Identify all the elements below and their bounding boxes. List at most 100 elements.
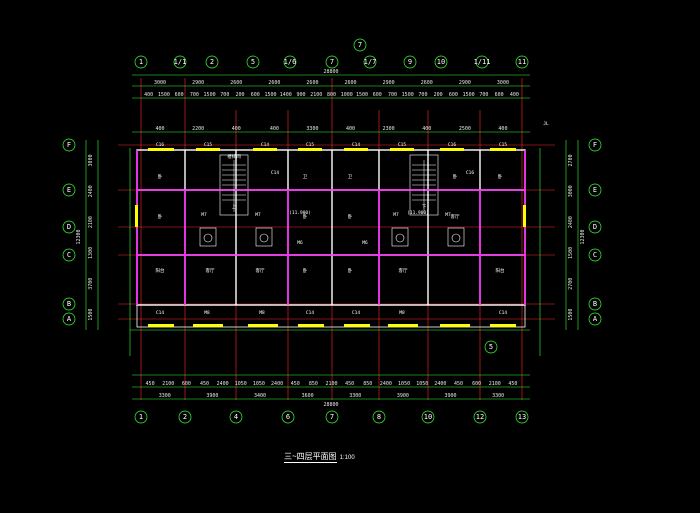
axis-bubble-bottom: 2 bbox=[178, 410, 192, 424]
window-label-bottom: C14 bbox=[352, 310, 360, 316]
axis-bubble-top-label: 1/7 bbox=[364, 58, 377, 66]
axis-bubble-top-label: 1 bbox=[139, 58, 143, 66]
dim-top-row3: 400 bbox=[498, 126, 507, 132]
axis-bubble-bottom-label: 6 bbox=[286, 413, 290, 421]
dim-top-row3: 3300 bbox=[306, 126, 318, 132]
axis-bubble-right-label: F bbox=[593, 141, 597, 149]
dim-top-minor: 2100 bbox=[310, 92, 322, 98]
axis-bubble-top-label: 2 bbox=[210, 58, 214, 66]
note-label: 上 bbox=[232, 203, 237, 210]
dim-top-minor: 1400 bbox=[280, 92, 292, 98]
dim-top-minor: 1500 bbox=[265, 92, 277, 98]
room-label: 卧 bbox=[158, 213, 163, 220]
window-label-top: C14 bbox=[261, 142, 269, 148]
dim-right: 1500 bbox=[568, 309, 574, 321]
window-label-top: C15 bbox=[398, 142, 406, 148]
axis-bubble-left-label: E bbox=[67, 186, 71, 194]
axis-bubble-top: 11 bbox=[515, 55, 529, 69]
dim-left: 2400 bbox=[88, 185, 94, 197]
dim-bottom-minor: 450 bbox=[345, 381, 354, 387]
dim-top-minor: 1500 bbox=[402, 92, 414, 98]
dim-top-major: 2600 bbox=[306, 80, 318, 86]
axis-bubble-top: 2 bbox=[205, 55, 219, 69]
axis-bubble-right-label: E bbox=[593, 186, 597, 194]
room-label: 卧 bbox=[303, 267, 308, 274]
dim-right: 3000 bbox=[568, 185, 574, 197]
axis-bubble-right: F bbox=[588, 138, 602, 152]
dim-bottom-minor: 450 bbox=[508, 381, 517, 387]
room-label: 卧 bbox=[348, 267, 353, 274]
axis-bubble-top: 10 bbox=[434, 55, 448, 69]
dim-bottom-minor: 1050 bbox=[398, 381, 410, 387]
dim-bottom-total: 28800 bbox=[323, 402, 338, 408]
axis-bubble-right: E bbox=[588, 183, 602, 197]
axis-bubble-bottom-label: 10 bbox=[424, 413, 432, 421]
dim-top-minor: 400 bbox=[144, 92, 153, 98]
dim-top-minor: 600 bbox=[449, 92, 458, 98]
axis-bubble-right: A bbox=[588, 312, 602, 326]
axis-bubble-top-label: 1/1 bbox=[174, 58, 187, 66]
axis-bubble-left: A bbox=[62, 312, 76, 326]
dim-bottom-minor: 2400 bbox=[217, 381, 229, 387]
axis-bubble-bottom-label: 2 bbox=[183, 413, 187, 421]
axis-bubble-left-label: D bbox=[67, 223, 71, 231]
axis-bubble-top: 1/1 bbox=[173, 55, 187, 69]
dim-top-minor: 1500 bbox=[463, 92, 475, 98]
dim-top-row3: 2300 bbox=[383, 126, 395, 132]
axis-bubble-left: B bbox=[62, 297, 76, 311]
dim-right-total: 12300 bbox=[580, 229, 586, 244]
dim-bottom-major: 3400 bbox=[254, 393, 266, 399]
axis-bubble-marker-bottom: 5 bbox=[484, 340, 498, 354]
note-label: 楼梯间 bbox=[227, 153, 241, 160]
axis-bubble-top: 1/11 bbox=[474, 55, 490, 69]
dim-bottom-minor: 1050 bbox=[253, 381, 265, 387]
axis-bubble-right-label: B bbox=[593, 300, 597, 308]
axis-bubble-right-label: D bbox=[593, 223, 597, 231]
dim-bottom-minor: 450 bbox=[200, 381, 209, 387]
dim-left: 1300 bbox=[88, 247, 94, 259]
dim-bottom-major: 3300 bbox=[349, 393, 361, 399]
window-label-top: C16 bbox=[156, 142, 164, 148]
dim-bottom-major: 3900 bbox=[397, 393, 409, 399]
dim-left: 1500 bbox=[88, 309, 94, 321]
door-label: M7 bbox=[255, 212, 261, 218]
axis-bubble-top: 1/7 bbox=[363, 55, 377, 69]
room-label: 卧 bbox=[498, 173, 503, 180]
windows bbox=[135, 148, 526, 327]
grid-lines bbox=[118, 78, 555, 400]
room-label: 卫 bbox=[348, 174, 353, 180]
dim-bottom-minor: 2100 bbox=[489, 381, 501, 387]
dim-bottom-minor: 2400 bbox=[380, 381, 392, 387]
axis-bubble-left-label: A bbox=[67, 315, 72, 323]
dim-bottom-minor: 850 bbox=[309, 381, 318, 387]
dim-bottom-major: 3900 bbox=[445, 393, 457, 399]
dim-left: 3000 bbox=[88, 154, 94, 166]
axis-bubble-bottom-label: 7 bbox=[330, 413, 334, 421]
dim-top-minor: 200 bbox=[236, 92, 245, 98]
door-label: M6 bbox=[362, 240, 368, 246]
dim-bottom-major: 3600 bbox=[302, 393, 314, 399]
dim-bottom-minor: 850 bbox=[363, 381, 372, 387]
room-label: 阳台 bbox=[496, 267, 505, 274]
window-label-bottom: M8 bbox=[399, 310, 405, 316]
dim-top-row3: 400 bbox=[270, 126, 279, 132]
axis-bubble-top: 1/6 bbox=[283, 55, 297, 69]
axis-bubble-bottom: 8 bbox=[372, 410, 386, 424]
dim-right: 2400 bbox=[568, 216, 574, 228]
axis-bubble-top-label: 1/6 bbox=[284, 58, 297, 66]
dim-top-minor: 700 bbox=[418, 92, 427, 98]
axis-bubble-bottom-label: 8 bbox=[377, 413, 381, 421]
axis-bubble-top-label: 9 bbox=[408, 58, 412, 66]
dim-bottom-minor: 600 bbox=[182, 381, 191, 387]
window-label-top: C16 bbox=[466, 170, 474, 176]
dim-bottom-minor: 450 bbox=[146, 381, 155, 387]
dim-top-major: 2600 bbox=[345, 80, 357, 86]
dim-top-major: 2600 bbox=[230, 80, 242, 86]
dim-bottom-minor: 2400 bbox=[271, 381, 283, 387]
axis-bubble-left-label: F bbox=[67, 141, 71, 149]
walls bbox=[136, 149, 526, 328]
dim-top-total: 28800 bbox=[323, 69, 338, 75]
dim-top-major: 3000 bbox=[497, 80, 509, 86]
